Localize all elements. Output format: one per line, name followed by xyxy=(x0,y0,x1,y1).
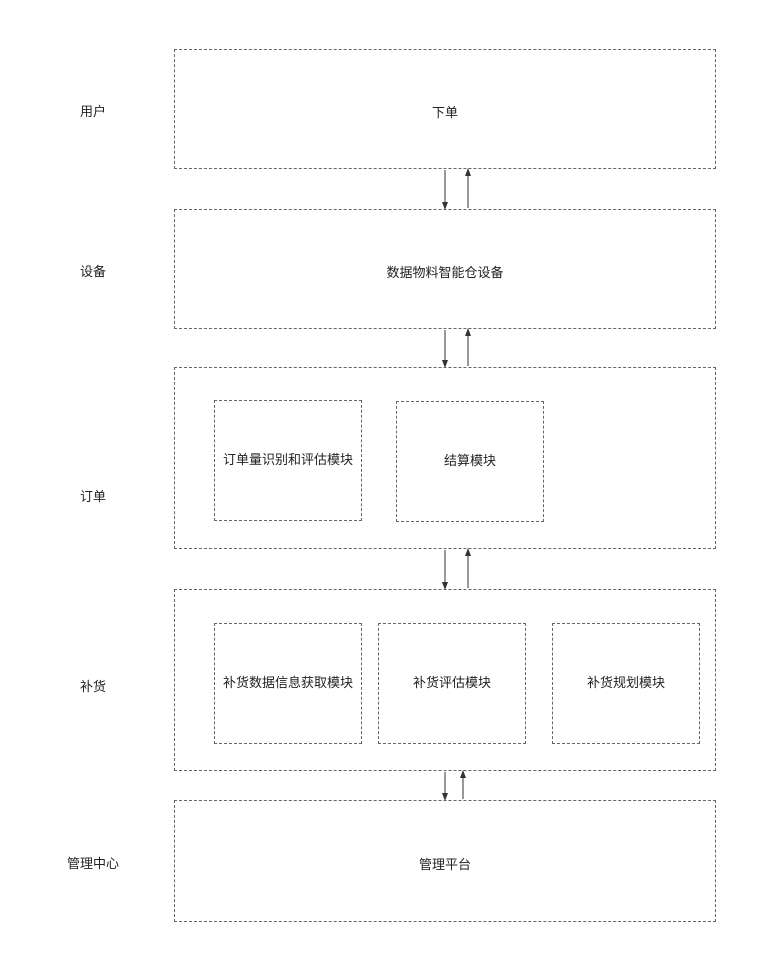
connector-arrows xyxy=(0,0,772,969)
